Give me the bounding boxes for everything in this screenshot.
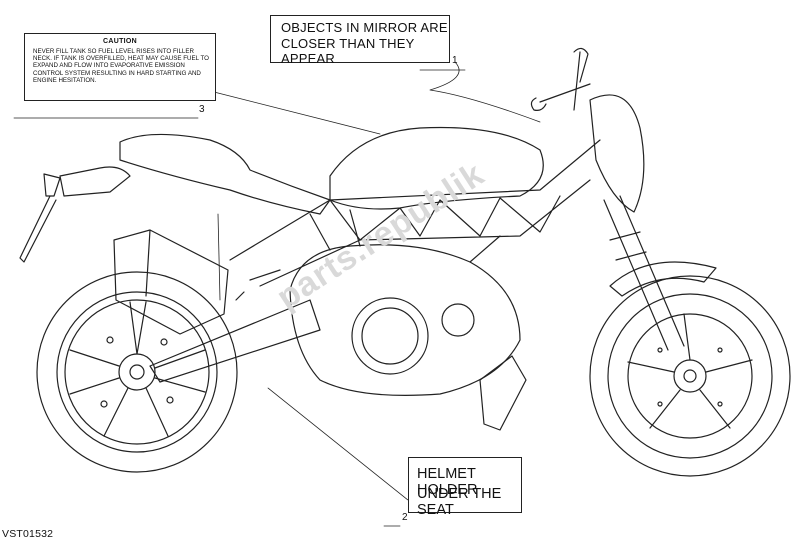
callout-number-mirror: 1 [452, 55, 458, 66]
rear-wheel [36, 271, 238, 473]
figure-reference: VST01532 [2, 528, 54, 540]
helmet-label-line2: UNDER THE SEAT [417, 486, 502, 518]
mirror [573, 47, 589, 83]
swingarm [149, 299, 321, 383]
headlight [589, 94, 645, 213]
mirror-label-line2: CLOSER THAN THEY APPEAR [281, 36, 415, 66]
fuel-tank [329, 126, 544, 210]
seat [119, 133, 331, 215]
front-wheel [589, 275, 791, 477]
helmet-label: HELMET HOLDER UNDER THE SEAT [408, 457, 522, 518]
tail-section [43, 166, 131, 197]
mirror-label-line1: OBJECTS IN MIRROR ARE [281, 20, 448, 35]
exhaust [113, 229, 229, 335]
caution-body: NEVER FILL TANK SO FUEL LEVEL RISES INTO… [33, 48, 209, 84]
footpeg [235, 269, 281, 301]
caution-title: CAUTION [103, 38, 137, 45]
leader-line-helmet [217, 213, 409, 501]
front-fender [609, 261, 717, 297]
handlebar [530, 51, 591, 111]
mirror-label: OBJECTS IN MIRROR ARE CLOSER THAN THEY A… [270, 15, 450, 66]
license-plate-holder [19, 195, 57, 263]
helmet-label-line1: HELMET HOLDER [417, 466, 478, 498]
leader-line-caution [213, 91, 381, 135]
belly-pan [479, 355, 527, 431]
front-fork [603, 195, 685, 351]
callout-number-caution: 3 [199, 104, 205, 115]
callout-number-helmet: 2 [402, 512, 408, 523]
engine [289, 209, 521, 396]
leader-line-mirror [429, 61, 541, 123]
caution-label: CAUTION NEVER FILL TANK SO FUEL LEVEL RI… [24, 33, 216, 101]
trellis-frame [229, 139, 601, 287]
